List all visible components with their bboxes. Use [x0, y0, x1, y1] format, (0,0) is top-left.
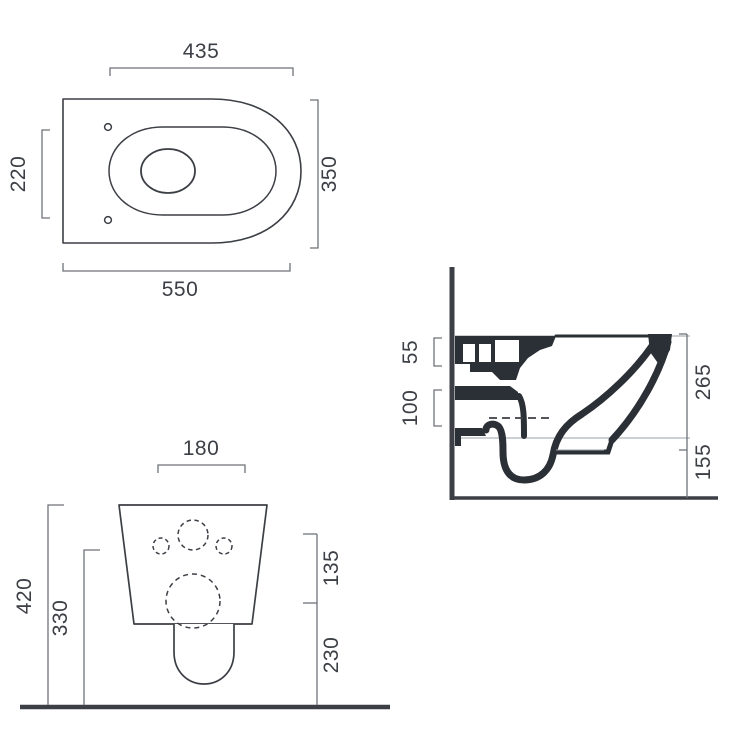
- dimension-100-label: 100: [399, 390, 422, 427]
- front-view-hidden-hole-left: [152, 537, 170, 555]
- section-trap-curve: [482, 420, 557, 484]
- section-lower-left-edge: [455, 428, 461, 446]
- section-bowl-inner-wall: [516, 393, 527, 439]
- dimension-230-label: 230: [320, 637, 343, 674]
- dimension-265-label: 265: [692, 364, 715, 401]
- section-lower-left-block: [455, 428, 486, 436]
- dimension-435: 435: [109, 40, 294, 76]
- top-view-fixing-hole-upper: [103, 122, 113, 132]
- dimension-55: 55: [399, 337, 442, 367]
- dimension-350-bracket: [310, 99, 319, 249]
- dimension-135-230: 135 230: [303, 533, 343, 705]
- section-bowl-inner-surface: [549, 342, 656, 459]
- top-view-pan-outline: [62, 98, 302, 244]
- section-void-c: [495, 340, 519, 362]
- dimension-155-label: 155: [692, 444, 715, 481]
- dimension-330-line: [83, 549, 100, 705]
- dimension-220-label: 220: [7, 156, 30, 193]
- dimension-420-line: [47, 504, 64, 705]
- dimension-420-label: 420: [13, 578, 36, 615]
- front-view-group: 180 420 330 135 230: [13, 437, 390, 710]
- dimension-135-label: 135: [320, 550, 343, 587]
- section-bowl-bottom-edge: [553, 437, 615, 455]
- front-view-hidden-circle-top: [177, 519, 209, 551]
- dimension-265-155: 265 155: [679, 333, 715, 498]
- top-view-bowl-rim: [108, 126, 277, 216]
- front-view-hidden-hole-right: [215, 537, 233, 555]
- dimension-330-label: 330: [49, 600, 72, 637]
- dimension-550-bracket: [62, 263, 291, 272]
- front-view-body-outline: [118, 504, 268, 625]
- dimension-180-bracket: [157, 464, 246, 473]
- dimension-100-bracket: [433, 389, 442, 427]
- top-view-group: 435 350 220 550: [7, 40, 341, 301]
- dimension-180: 180: [157, 437, 246, 473]
- dimension-350-label: 350: [318, 156, 341, 193]
- dimension-350: 350: [310, 99, 341, 249]
- dimension-420: 420: [13, 504, 64, 705]
- dimension-435-bracket: [109, 67, 294, 76]
- dimension-550: 550: [62, 263, 291, 301]
- dimension-55-label: 55: [399, 340, 422, 364]
- dimension-220-bracket: [41, 129, 50, 219]
- top-view-outlet-oval: [140, 148, 196, 194]
- dimension-180-label: 180: [183, 437, 220, 460]
- top-view-fixing-hole-lower: [103, 215, 113, 225]
- dimension-330: 330: [49, 549, 100, 705]
- front-view-hidden-circle-outlet: [165, 573, 221, 629]
- section-mid-slab: [455, 386, 518, 400]
- dimension-435-label: 435: [183, 40, 220, 63]
- dimension-55-bracket: [433, 337, 442, 367]
- section-void-b: [479, 344, 491, 362]
- dimension-100: 100: [399, 389, 442, 427]
- dimension-220: 220: [7, 129, 50, 219]
- front-view-outlet-skirt: [173, 624, 235, 685]
- section-view-group: 55 100 265 155: [399, 267, 718, 500]
- section-void-a: [463, 344, 475, 362]
- section-front-outer-wall: [608, 338, 672, 444]
- dimension-550-label: 550: [162, 278, 199, 301]
